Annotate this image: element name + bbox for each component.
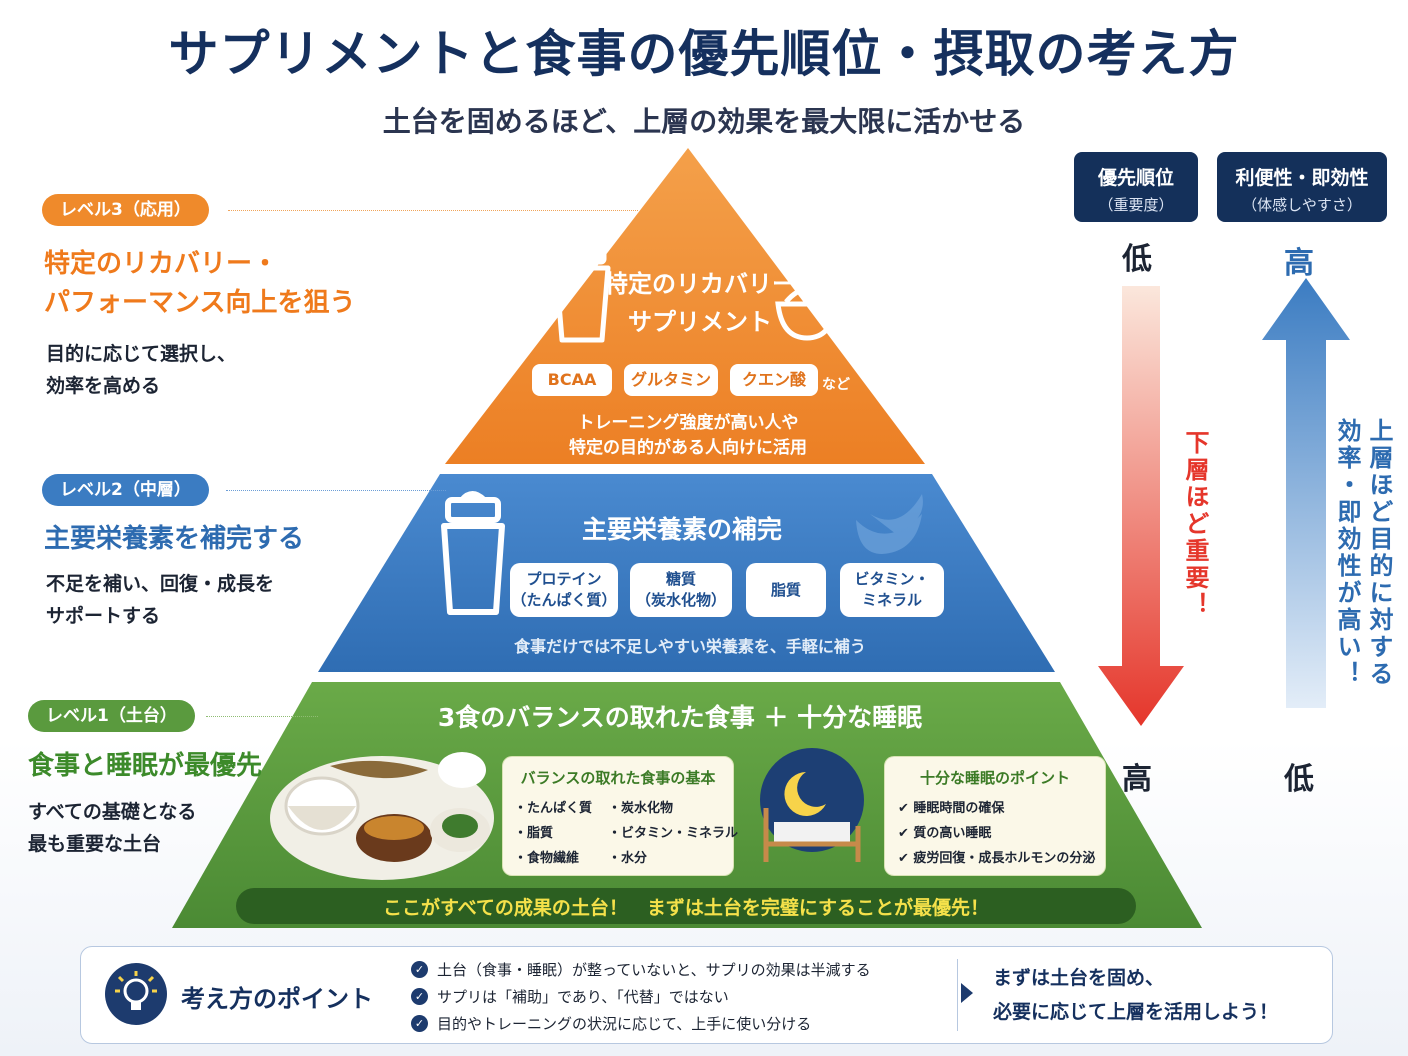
level3-desc-2: 効率を高める bbox=[46, 375, 161, 397]
key-points-label: 考え方のポイント bbox=[181, 985, 373, 1013]
priority-arrow bbox=[1098, 286, 1184, 726]
convenience-arrow-text-2: 効率・即効性が高い！ bbox=[1333, 418, 1361, 688]
level1-desc-2: 最も重要な土台 bbox=[28, 833, 162, 855]
leader-line-l2 bbox=[226, 490, 446, 491]
level3-desc-1: 目的に応じて選択し、 bbox=[46, 343, 237, 365]
level2-tag: レベル2（中層） bbox=[42, 474, 209, 506]
banana-icon bbox=[856, 494, 923, 554]
mid-note: 食事だけでは不足しやすい栄養素を、手軽に補う bbox=[514, 637, 866, 656]
footer-divider bbox=[957, 959, 958, 1031]
key-point-2: ✓サプリは「補助」であり、「代替」ではない bbox=[411, 986, 729, 1007]
chip-carbs: 糖質（炭水化物） bbox=[630, 563, 732, 617]
chip-vitamin-mineral: ビタミン・ミネラル bbox=[840, 563, 944, 617]
convenience-bottom-label: 低 bbox=[1284, 762, 1314, 797]
convenience-header: 利便性・即効性（体感しやすさ） bbox=[1217, 152, 1387, 222]
convenience-top-label: 高 bbox=[1284, 246, 1314, 281]
chip-bcaa: BCAA bbox=[532, 364, 612, 396]
mid-title: 主要栄養素の補完 bbox=[581, 515, 782, 544]
sleep-points-box: 十分な睡眠のポイント bbox=[884, 756, 1106, 876]
level2-desc-1: 不足を補い、回復・成長を bbox=[46, 573, 275, 595]
footer-cta-1: まずは土台を固め、 bbox=[993, 967, 1165, 989]
chip-fat: 脂質 bbox=[746, 563, 826, 617]
top-title-2: サプリメント bbox=[628, 308, 772, 336]
meal-basics-box: バランスの取れた食事の基本 bbox=[502, 756, 734, 876]
chevron-right-icon bbox=[961, 983, 973, 1003]
level3-heading-2: パフォーマンス向上を狙う bbox=[44, 288, 356, 318]
base-banner: ここがすべての成果の土台！ まずは土台を完璧にすることが最優先！ bbox=[382, 897, 990, 919]
meal-basics-right: ・炭水化物・ビタミン・ミネラル・水分 bbox=[608, 801, 739, 866]
level3-heading-1: 特定のリカバリー・ bbox=[44, 249, 279, 279]
key-point-1: ✓土台（食事・睡眠）が整っていないと、サプリの効果は半減する bbox=[411, 959, 871, 980]
level1-heading: 食事と睡眠が最優先 bbox=[28, 751, 263, 781]
convenience-arrow-text-1: 上層ほど目的に対する bbox=[1365, 418, 1393, 688]
check-icon: ✓ bbox=[411, 961, 428, 978]
page-subtitle: 土台を固めるほど、上層の効果を最大限に活かせる bbox=[382, 105, 1026, 138]
chip-protein: プロテイン（たんぱく質） bbox=[510, 563, 618, 617]
top-note-2: 特定の目的がある人向けに活用 bbox=[569, 438, 807, 458]
key-points-panel: 考え方のポイント ✓土台（食事・睡眠）が整っていないと、サプリの効果は半減する … bbox=[80, 946, 1333, 1044]
level3-tag: レベル3（応用） bbox=[42, 194, 209, 226]
priority-header: 優先順位（重要度） bbox=[1074, 152, 1198, 222]
sleep-points-title: 十分な睡眠のポイント bbox=[919, 769, 1070, 787]
leader-line-l3 bbox=[228, 210, 638, 211]
base-title: 3食のバランスの取れた食事 ＋ 十分な睡眠 bbox=[437, 703, 923, 732]
check-icon: ✓ bbox=[411, 1015, 428, 1032]
top-title-1: 特定のリカバリー bbox=[604, 270, 796, 298]
level2-heading: 主要栄養素を補完する bbox=[44, 524, 305, 554]
page-title: サプリメントと食事の優先順位・摂取の考え方 bbox=[168, 25, 1240, 83]
level1-tag: レベル1（土台） bbox=[28, 700, 195, 732]
sleep-illustration bbox=[760, 748, 864, 862]
chip-etc: など bbox=[822, 377, 850, 393]
priority-bottom-label: 高 bbox=[1122, 762, 1152, 797]
priority-arrow-text: 下層ほど重要！ bbox=[1181, 430, 1209, 619]
level1-desc-1: すべての基礎となる bbox=[28, 801, 197, 823]
sleep-points-list: ✔ 睡眠時間の確保✔ 質の高い睡眠✔ 疲労回復・成長ホルモンの分泌 bbox=[898, 801, 1096, 866]
meal-illustration bbox=[270, 752, 494, 880]
key-point-3: ✓目的やトレーニングの状況に応じて、上手に使い分ける bbox=[411, 1013, 811, 1034]
top-note-1: トレーニング強度が高い人や bbox=[577, 413, 799, 433]
convenience-arrow bbox=[1262, 278, 1350, 708]
shaker-icon-mid bbox=[441, 491, 505, 615]
meal-basics-left: ・たんぱく質・脂質・食物繊維 bbox=[514, 801, 593, 866]
footer-cta-2: 必要に応じて上層を活用しよう！ bbox=[993, 1001, 1279, 1023]
chip-glutamine: グルタミン bbox=[624, 364, 718, 396]
check-icon: ✓ bbox=[411, 988, 428, 1005]
chip-citric-acid: クエン酸 bbox=[730, 364, 818, 396]
leader-line-l1 bbox=[206, 716, 318, 717]
meal-basics-title: バランスの取れた食事の基本 bbox=[520, 769, 716, 787]
base-banner-bg bbox=[236, 888, 1136, 924]
shaker-icon-top bbox=[553, 234, 611, 343]
lightbulb-icon bbox=[105, 963, 167, 1025]
powder-bowl-icon bbox=[775, 281, 839, 341]
level2-desc-2: サポートする bbox=[46, 605, 161, 627]
priority-top-label: 低 bbox=[1122, 242, 1152, 277]
